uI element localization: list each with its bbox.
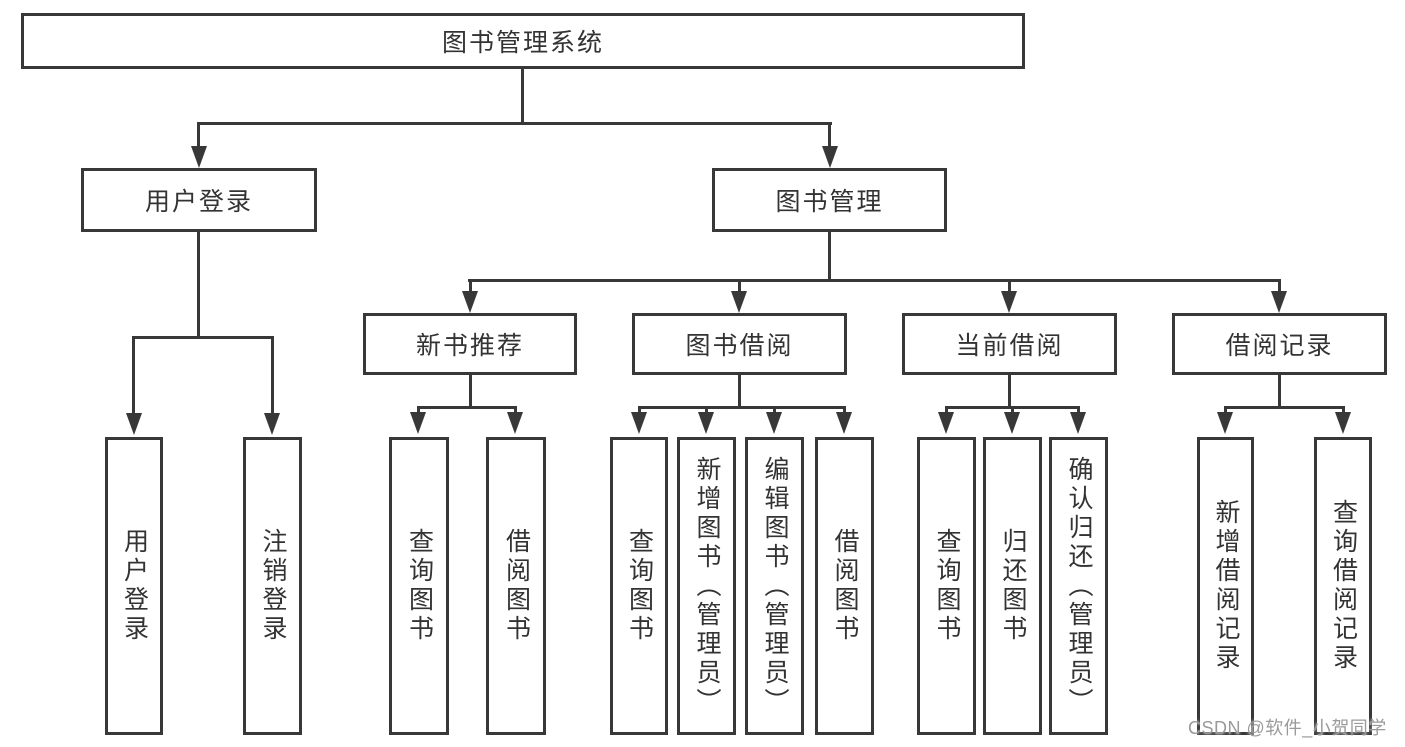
leaf-borrow-books-borrow-label: 借阅图书 [831, 528, 859, 644]
connector-v [945, 406, 948, 413]
leaf-edit-book-admin-label: 编辑图书（管理员） [761, 455, 789, 717]
leaf-confirm-return-admin-label: 确认归还（管理员） [1065, 455, 1093, 717]
connector-h [468, 279, 1281, 282]
connector-v [271, 336, 274, 413]
arrow-down-icon [507, 412, 523, 434]
leaf-user-login-label: 用户登录 [120, 528, 149, 644]
arrow-down-icon [462, 291, 478, 313]
arrow-down-icon [1335, 412, 1351, 434]
connector-v [1278, 375, 1281, 406]
connector-h [417, 406, 517, 409]
connector-v [417, 406, 420, 413]
connector-h [638, 406, 846, 409]
connector-v [469, 375, 472, 406]
connector-v [1011, 406, 1014, 413]
connector-v [521, 69, 524, 122]
node-book-management-label: 图书管理 [775, 188, 884, 216]
leaf-add-borrow-record: 新增借阅记录 [1197, 437, 1254, 735]
leaf-edit-book-admin: 编辑图书（管理员） [745, 437, 804, 735]
arrow-down-icon [264, 413, 280, 435]
node-borrowing-records-label: 借阅记录 [1225, 332, 1334, 360]
arrow-down-icon [1271, 291, 1287, 313]
arrow-down-icon [1070, 412, 1086, 434]
connector-v [1008, 375, 1011, 406]
leaf-borrow-books-recommend-label: 借阅图书 [502, 528, 531, 644]
arrow-down-icon [698, 412, 714, 434]
leaf-query-books-current: 查询图书 [917, 437, 976, 735]
leaf-return-books: 归还图书 [983, 437, 1042, 735]
leaf-logout-label: 注销登录 [259, 528, 287, 644]
arrow-down-icon [410, 412, 426, 434]
connector-v [132, 336, 135, 413]
connector-v [828, 122, 831, 147]
node-root: 图书管理系统 [21, 13, 1025, 69]
connector-v [638, 406, 641, 413]
connector-h [1224, 406, 1345, 409]
leaf-query-books-current-label: 查询图书 [933, 528, 961, 644]
leaf-return-books-label: 归还图书 [999, 528, 1027, 644]
connector-v [1342, 406, 1345, 413]
leaf-query-books-recommend: 查询图书 [389, 437, 449, 735]
node-book-borrowing-label: 图书借阅 [685, 332, 794, 360]
connector-v [705, 406, 708, 413]
connector-v [469, 279, 472, 293]
arrow-down-icon [1004, 412, 1020, 434]
arrow-down-icon [766, 412, 782, 434]
node-user-login-label: 用户登录 [144, 188, 253, 216]
node-root-label: 图书管理系统 [441, 29, 604, 57]
node-borrowing-records: 借阅记录 [1172, 313, 1387, 375]
leaf-query-books-borrow: 查询图书 [610, 437, 668, 735]
arrow-down-icon [1217, 412, 1233, 434]
connector-v [738, 375, 741, 406]
connector-v [1008, 279, 1011, 293]
connector-v [773, 406, 776, 413]
connector-v [828, 232, 831, 279]
leaf-query-borrow-record-label: 查询借阅记录 [1329, 499, 1358, 673]
node-book-borrowing: 图书借阅 [632, 313, 847, 375]
arrow-down-icon [938, 412, 954, 434]
arrow-down-icon [631, 412, 647, 434]
connector-h [197, 122, 832, 125]
node-current-borrowing: 当前借阅 [902, 313, 1117, 375]
node-user-login: 用户登录 [81, 168, 317, 232]
leaf-add-book-admin: 新增图书（管理员） [677, 437, 736, 735]
leaf-confirm-return-admin: 确认归还（管理员） [1049, 437, 1108, 735]
arrow-down-icon [191, 146, 207, 168]
connector-h [132, 336, 274, 339]
leaf-borrow-books-borrow: 借阅图书 [815, 437, 874, 735]
connector-v [514, 406, 517, 413]
arrow-down-icon [126, 413, 142, 435]
node-new-book-recommend: 新书推荐 [363, 313, 577, 375]
node-book-management: 图书管理 [712, 168, 947, 232]
connector-v [197, 122, 200, 147]
connector-v [843, 406, 846, 413]
leaf-query-borrow-record: 查询借阅记录 [1314, 437, 1372, 735]
arrow-down-icon [1001, 291, 1017, 313]
connector-v [197, 232, 200, 336]
leaf-add-book-admin-label: 新增图书（管理员） [693, 455, 721, 717]
connector-v [738, 279, 741, 293]
leaf-borrow-books-recommend: 借阅图书 [486, 437, 546, 735]
leaf-query-books-borrow-label: 查询图书 [625, 528, 654, 644]
node-new-book-recommend-label: 新书推荐 [415, 332, 524, 360]
leaf-logout: 注销登录 [243, 437, 302, 735]
arrow-down-icon [822, 146, 838, 168]
leaf-user-login: 用户登录 [105, 437, 163, 735]
node-current-borrowing-label: 当前借阅 [955, 332, 1064, 360]
leaf-add-borrow-record-label: 新增借阅记录 [1212, 499, 1240, 673]
arrow-down-icon [731, 291, 747, 313]
csdn-watermark: CSDN @软件_小贺同学 [1188, 718, 1387, 738]
connector-v [1224, 406, 1227, 413]
connector-v [1278, 279, 1281, 293]
leaf-query-books-recommend-label: 查询图书 [405, 528, 434, 644]
connector-v [1077, 406, 1080, 413]
arrow-down-icon [836, 412, 852, 434]
